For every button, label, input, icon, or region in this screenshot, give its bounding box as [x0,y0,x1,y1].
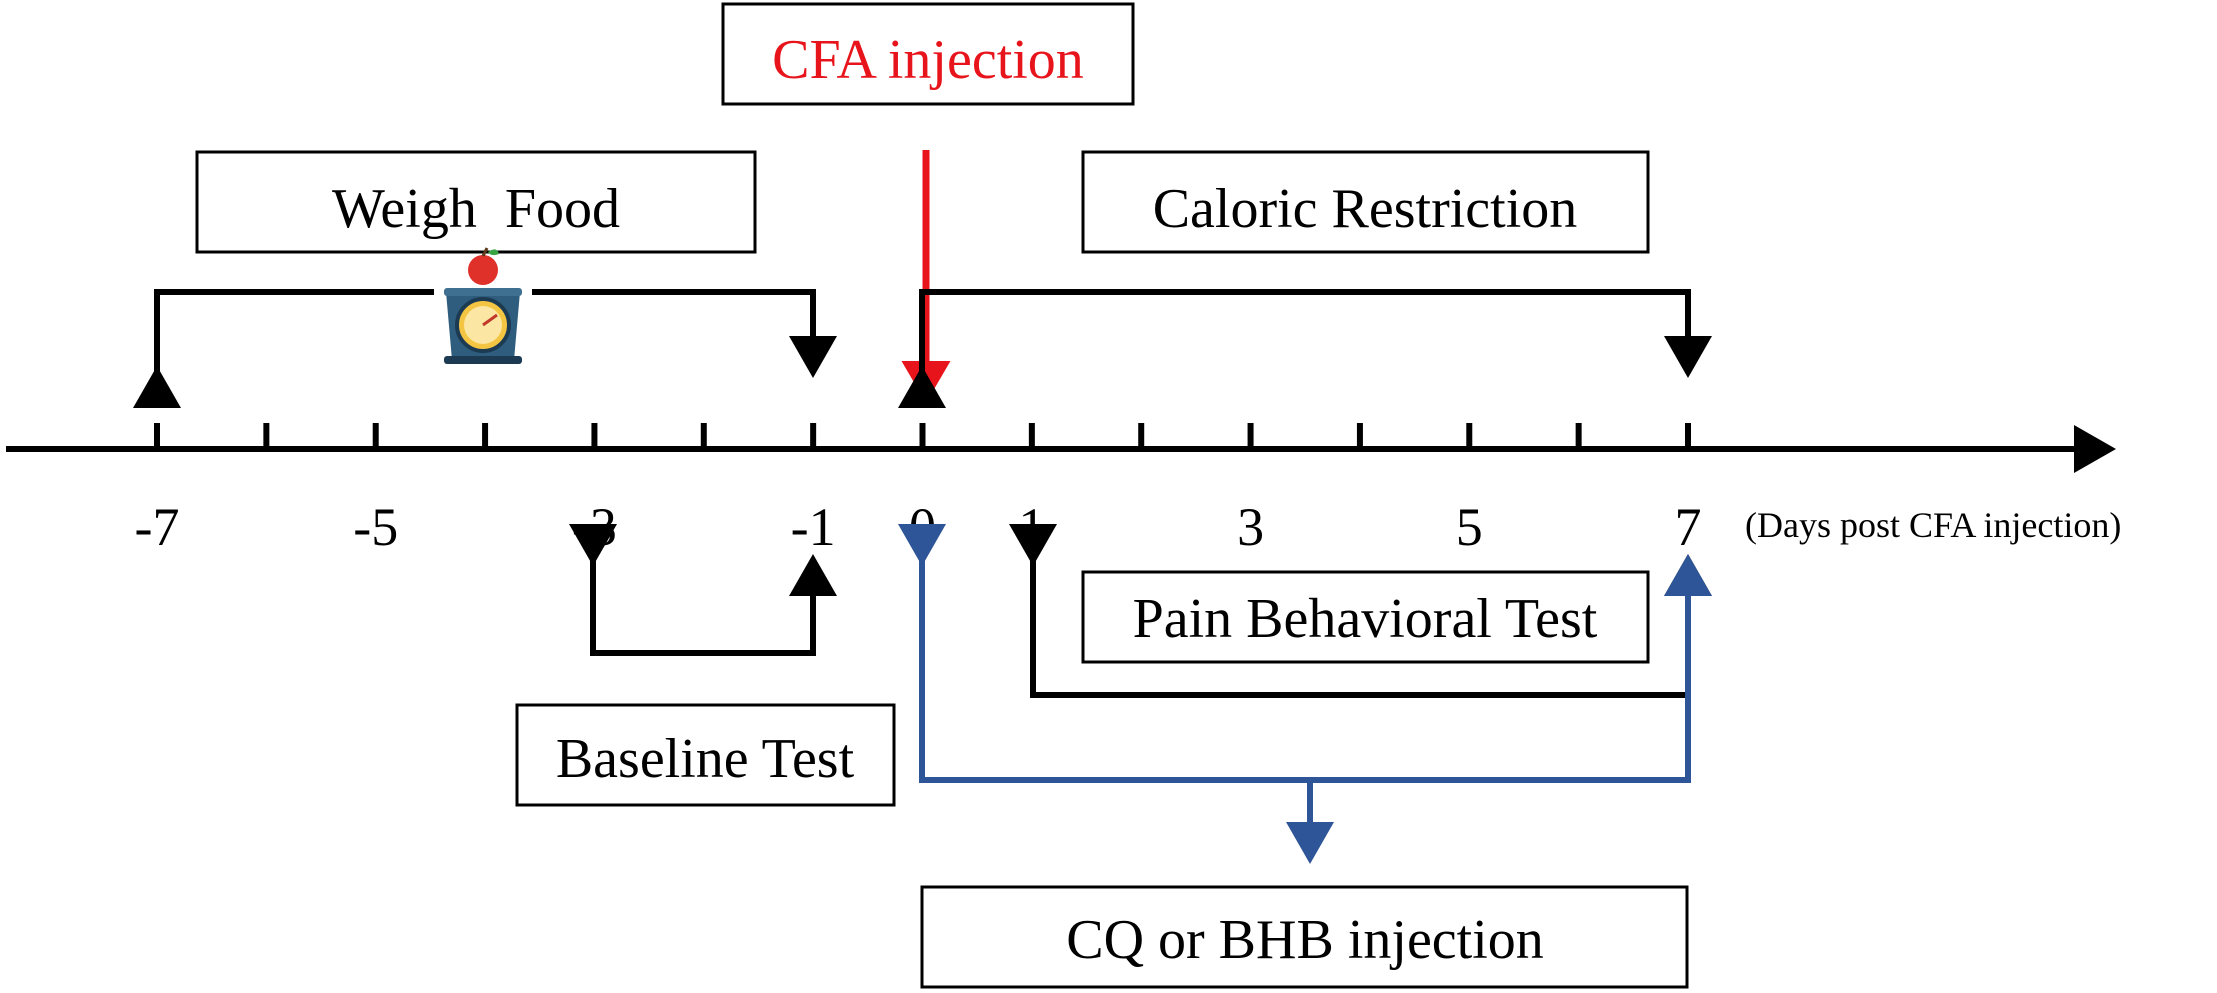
timeline-axis: -7 -5 -3 -1 0 1 3 5 7 (Days post CFA injection) [6,423,2121,557]
cfa-injection-label: CFA injection [772,29,1084,91]
cq-bhb-injection-group: CQ or BHB injection [898,524,1712,989]
kitchen-scale-with-apple-icon [434,247,532,364]
cfa-injection-box [721,2,1135,106]
baseline-test-box [515,703,896,807]
timeline-tick-labels: -7 -5 -3 -1 0 1 3 5 7 [135,497,1702,557]
weigh-food-label: Weigh Food [332,178,620,240]
timeline-ticks [154,423,1691,449]
timeline-tick-label: 0 [909,497,936,557]
timeline-tick-label: -5 [353,497,398,557]
cq-bhb-injection-box [920,885,1689,989]
timeline-tick-label: 5 [1456,497,1483,557]
weigh-food-group: Weigh Food [133,150,837,408]
cfa-injection-group: CFA injection [721,2,1135,403]
timeline-tick-label: 3 [1237,497,1264,557]
timeline-tick-label: -7 [135,497,180,557]
caloric-restriction-label: Caloric Restriction [1153,178,1578,240]
caloric-restriction-bracket [898,289,1712,408]
timeline-tick-label: -1 [791,497,836,557]
baseline-test-group: Baseline Test [515,524,896,807]
caloric-restriction-box [1081,150,1650,254]
timeline-tick-label: 1 [1018,497,1045,557]
timeline-tick-label: 7 [1675,497,1702,557]
pain-behavioral-test-group: Pain Behavioral Test [1009,524,1712,698]
timeline-tick-label: -3 [572,497,617,557]
cq-bhb-injection-label: CQ or BHB injection [1066,909,1544,971]
caloric-restriction-group: Caloric Restriction [898,150,1712,408]
pain-behavioral-test-label: Pain Behavioral Test [1133,588,1598,650]
baseline-test-label: Baseline Test [556,728,855,790]
cq-bhb-injection-bracket [898,524,1712,783]
baseline-test-bracket [569,524,837,656]
weigh-food-box [195,150,757,254]
axis-unit-label: (Days post CFA injection) [1745,505,2121,545]
